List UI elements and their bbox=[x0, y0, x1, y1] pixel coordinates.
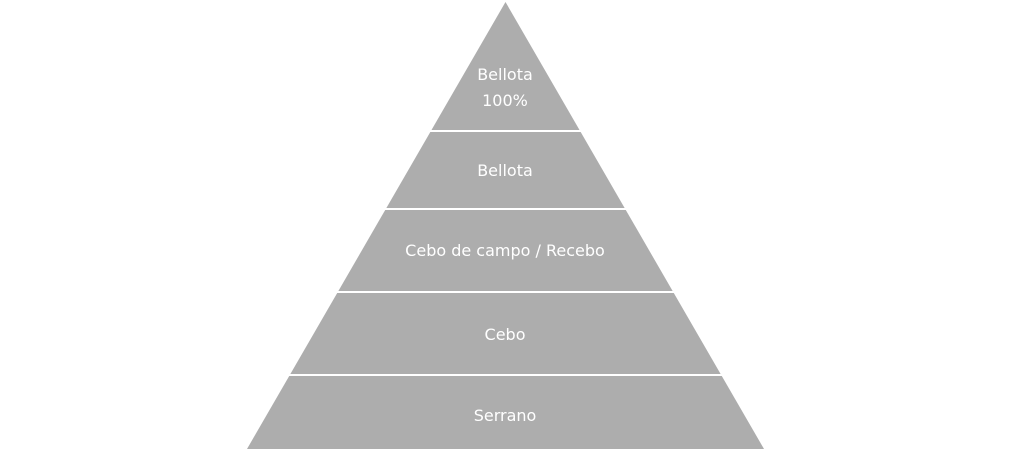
level-label-cebo: Cebo bbox=[484, 325, 526, 344]
pyramid-level-cebo bbox=[290, 293, 721, 374]
level-label-line: 100% bbox=[482, 91, 528, 110]
level-label-line: Bellota bbox=[477, 65, 533, 84]
level-label-cebo-de-campo: Cebo de campo / Recebo bbox=[405, 241, 605, 260]
pyramid-level-bellota bbox=[386, 132, 625, 208]
pyramid-level-cebo-de-campo bbox=[338, 210, 673, 291]
pyramid-level-bellota-100 bbox=[431, 2, 580, 130]
level-label-bellota-100: Bellota 100% bbox=[305, 62, 705, 114]
pyramid-level-serrano bbox=[247, 376, 764, 449]
level-label-bellota: Bellota bbox=[477, 161, 533, 180]
level-label-serrano: Serrano bbox=[473, 406, 537, 425]
